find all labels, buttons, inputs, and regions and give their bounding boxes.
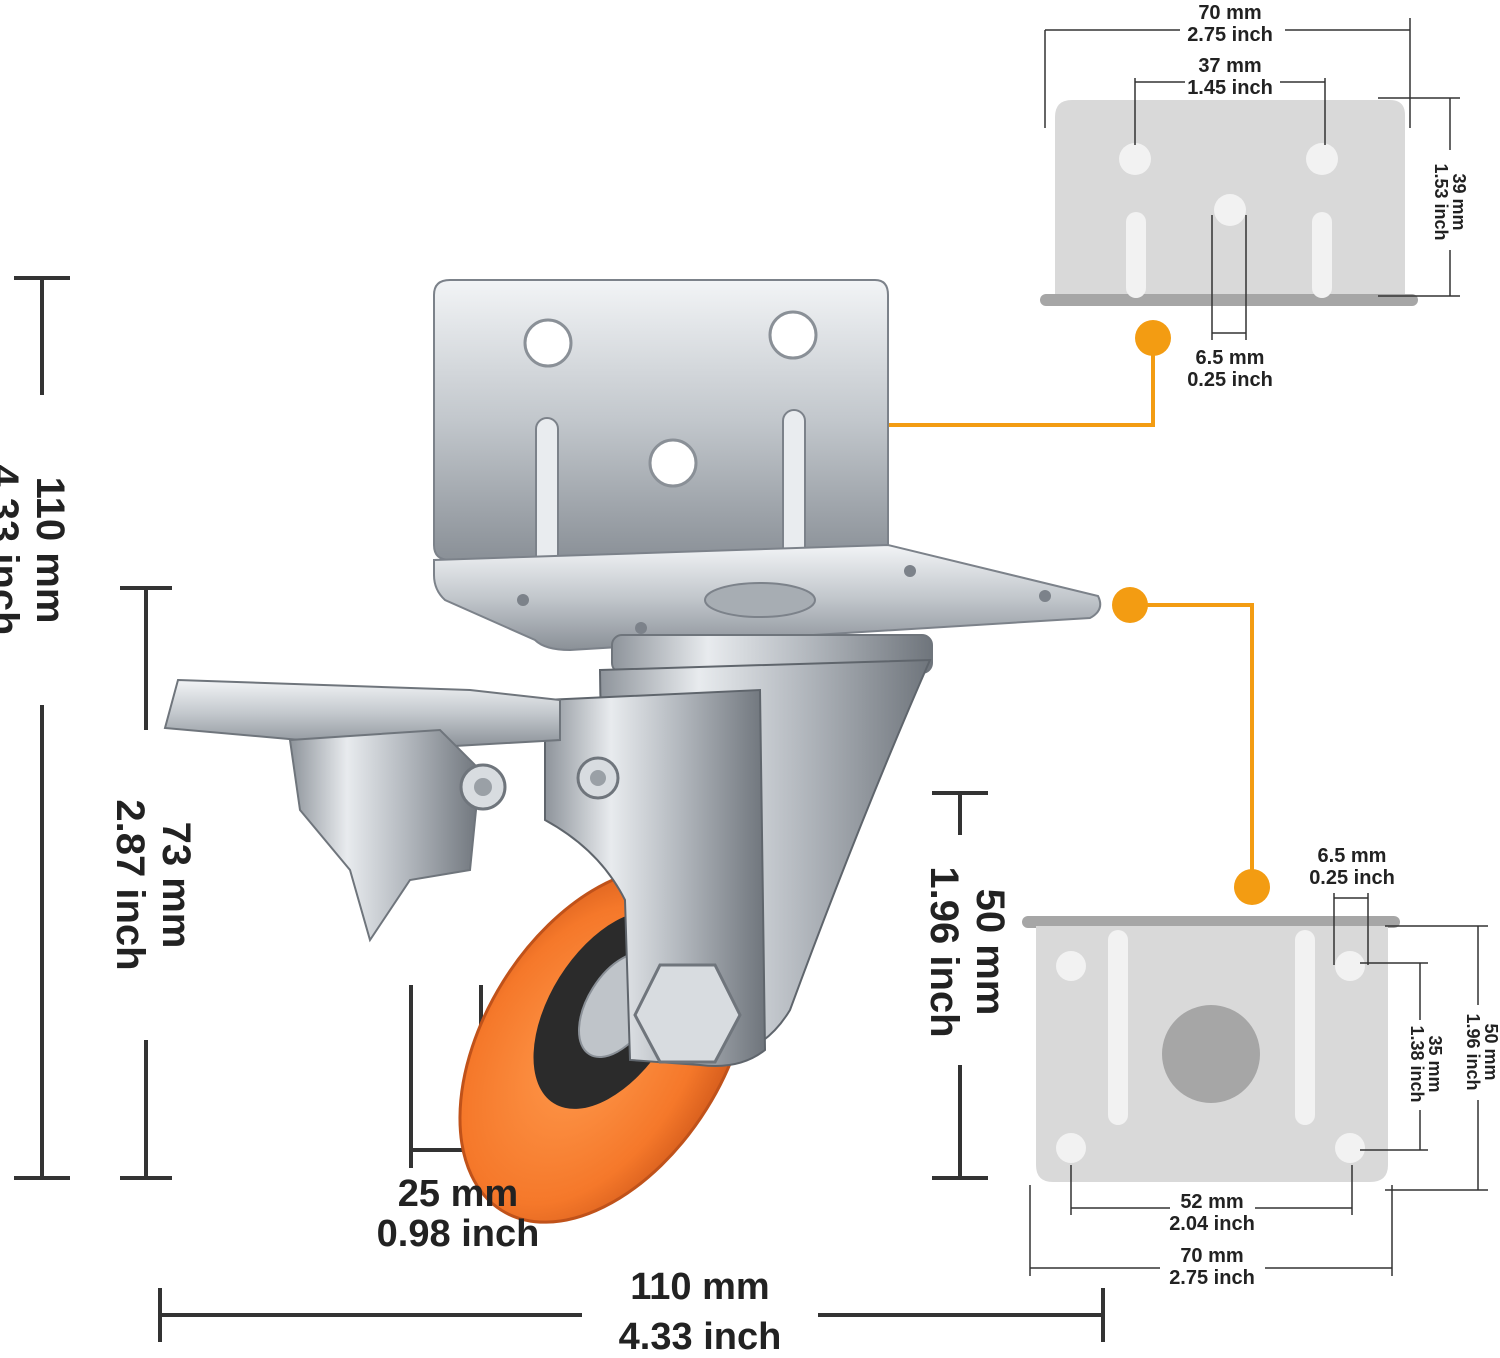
overall-height-mm: 110 mm <box>28 476 72 624</box>
leader-lines <box>862 340 1254 885</box>
top-plate-hole-diameter-inch: 0.25 inch <box>1309 867 1395 889</box>
top-plate-hole-spacing-depth-mm: 35 mm <box>1425 1035 1445 1093</box>
side-plate-hole-spacing-mm: 37 mm <box>1198 55 1262 77</box>
top-plate-hole-spacing-width-inch: 2.04 inch <box>1169 1213 1255 1235</box>
wheel-height-mm: 73 mm <box>154 821 198 949</box>
wheel-diameter-mm: 50 mm <box>968 888 1012 1016</box>
side-plate-width-mm: 70 mm <box>1198 2 1262 24</box>
overall-width-label: 110 mm 4.33 inch <box>570 1268 830 1356</box>
side-plate-drawing <box>1040 100 1418 306</box>
overall-height-label: 110 mm 4.33 inch <box>0 430 72 670</box>
overall-width-dimension <box>158 1288 1105 1342</box>
overall-width-mm: 110 mm <box>630 1266 770 1308</box>
wheel-diameter-dimension <box>932 791 988 1180</box>
overall-width-inch: 4.33 inch <box>618 1316 782 1358</box>
overall-height-dimension <box>14 276 70 1180</box>
side-plate-dimension-lines <box>1044 18 1460 340</box>
side-plate-height-mm: 39 mm <box>1449 173 1469 231</box>
top-plate-hole-spacing-depth-label: 35 mm 1.38 inch <box>1400 1004 1445 1124</box>
side-plate-hole-spacing-inch: 1.45 inch <box>1187 77 1273 99</box>
top-plate-drawing <box>1022 916 1400 1182</box>
top-plate-width-inch: 2.75 inch <box>1169 1267 1255 1289</box>
top-plate-dimension-lines <box>1029 893 1488 1276</box>
side-plate-hole-spacing-label: 37 mm 1.45 inch <box>1140 56 1320 98</box>
top-plate-hole-diameter-mm: 6.5 mm <box>1317 845 1387 867</box>
top-plate-depth-inch: 1.96 inch <box>1463 1013 1483 1091</box>
side-plate-hole-diameter-label: 6.5 mm 0.25 inch <box>1140 348 1320 390</box>
side-plate-hole-diameter-inch: 0.25 inch <box>1187 369 1273 391</box>
side-plate-width-label: 70 mm 2.75 inch <box>1140 3 1320 45</box>
side-plate-height-label: 39 mm 1.53 inch <box>1424 142 1469 262</box>
wheel-diameter-inch: 1.96 inch <box>922 866 966 1038</box>
top-plate-width-mm: 70 mm <box>1180 1245 1244 1267</box>
top-plate-depth-mm: 50 mm <box>1481 1023 1500 1081</box>
caster-illustration <box>163 279 1102 1224</box>
top-plate-hole-spacing-depth-inch: 1.38 inch <box>1407 1025 1427 1103</box>
overall-height-inch: 4.33 inch <box>0 464 26 636</box>
wheel-height-dimension <box>120 586 172 1180</box>
top-plate-width-label: 70 mm 2.75 inch <box>1122 1246 1302 1288</box>
wheel-width-label: 25 mm 0.98 inch <box>338 1175 578 1253</box>
top-plate-hole-spacing-width-mm: 52 mm <box>1180 1191 1244 1213</box>
side-plate-width-inch: 2.75 inch <box>1187 24 1273 46</box>
top-plate-hole-diameter-label: 6.5 mm 0.25 inch <box>1262 846 1442 888</box>
wheel-diameter-label: 50 mm 1.96 inch <box>910 832 1012 1072</box>
side-plate-height-inch: 1.53 inch <box>1431 163 1451 241</box>
wheel-height-inch: 2.87 inch <box>108 799 152 971</box>
top-plate-hole-spacing-width-label: 52 mm 2.04 inch <box>1122 1192 1302 1234</box>
top-plate-depth-label: 50 mm 1.96 inch <box>1456 992 1500 1112</box>
side-plate-hole-diameter-mm: 6.5 mm <box>1195 347 1265 369</box>
wheel-height-label: 73 mm 2.87 inch <box>96 765 198 1005</box>
wheel-width-mm: 25 mm <box>397 1173 519 1215</box>
wheel-width-inch: 0.98 inch <box>376 1213 540 1255</box>
